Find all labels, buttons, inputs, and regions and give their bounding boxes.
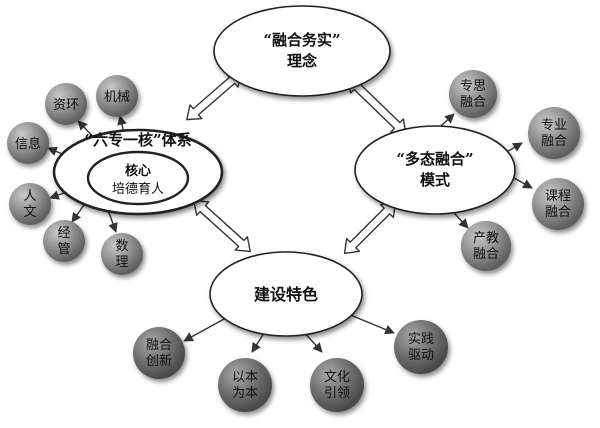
system-title: “六专一核”体系 (84, 131, 191, 149)
arrow-mode-feature (343, 201, 397, 255)
bubble-ronghe-chuangxin: 融合 创新 (133, 327, 185, 379)
bubble-wenhua-yinling: 文化 引领 (310, 358, 364, 412)
bubble-zhuansi: 专思 融合 (449, 70, 497, 118)
svg-text:人: 人 (23, 189, 36, 204)
concept-subtitle: 理念 (287, 52, 317, 70)
svg-text:文: 文 (23, 205, 36, 220)
svg-text:融合: 融合 (460, 95, 486, 110)
concept-title: “融合务实” (263, 31, 340, 49)
bubble-zhuanye: 专业 融合 (528, 107, 580, 159)
bubble-ziyuan: 资环 (45, 83, 87, 125)
svg-text:产教: 产教 (473, 230, 499, 246)
svg-text:专思: 专思 (460, 79, 486, 94)
bubble-jixie: 机械 (96, 75, 138, 117)
node-concept (213, 5, 391, 97)
bubble-yiben-weiben: 以本 为本 (218, 358, 272, 412)
svg-text:融合: 融合 (541, 134, 567, 149)
svg-text:融合: 融合 (146, 338, 172, 353)
svg-text:理: 理 (115, 255, 128, 270)
svg-text:信息: 信息 (15, 136, 41, 152)
bubble-kecheng: 课程 融合 (532, 178, 584, 230)
bubble-xinxi: 信息 (7, 122, 49, 164)
system-core-label: 核心 (125, 163, 151, 179)
svg-text:机械: 机械 (104, 90, 130, 105)
svg-text:课程: 课程 (545, 189, 571, 204)
svg-text:资环: 资环 (53, 98, 79, 113)
svg-text:实践: 实践 (408, 332, 434, 347)
svg-text:创新: 创新 (146, 353, 172, 369)
connector-arrows (186, 71, 407, 255)
system-bubbles: 资环 机械 信息 人 文 经 管 数 理 (7, 75, 143, 275)
svg-text:融合: 融合 (473, 247, 499, 262)
mode-title: “多态融合” (396, 150, 473, 168)
svg-text:融合: 融合 (545, 205, 571, 220)
bubble-renwen: 人 文 (9, 183, 51, 225)
svg-text:管: 管 (57, 242, 70, 257)
svg-text:驱动: 驱动 (408, 348, 434, 363)
svg-text:引领: 引领 (324, 386, 350, 401)
arrow-system-feature (193, 199, 251, 253)
bubble-chanjiao: 产教 融合 (461, 221, 511, 271)
node-feature (209, 251, 363, 337)
bubble-jingguan: 经 管 (43, 220, 85, 262)
system-core-ring (86, 150, 190, 206)
feature-bubbles: 融合 创新 以本 为本 文化 引领 实践 驱动 (133, 320, 448, 412)
mode-subtitle: 模式 (420, 171, 450, 189)
svg-text:数: 数 (115, 239, 128, 254)
bubble-shuli: 数 理 (101, 233, 143, 275)
mode-bubbles: 专思 融合 专业 融合 课程 融合 产教 融合 (449, 70, 584, 271)
bubble-shijian-qudong: 实践 驱动 (394, 320, 448, 374)
node-mode (354, 125, 516, 215)
svg-text:为本: 为本 (232, 386, 258, 401)
svg-text:以本: 以本 (232, 370, 258, 385)
system-core-sublabel: 培德育人 (112, 181, 164, 197)
feature-label: 建设特色 (254, 285, 318, 304)
svg-text:文化: 文化 (324, 370, 350, 385)
svg-text:专业: 专业 (541, 118, 567, 133)
svg-text:经: 经 (57, 226, 70, 241)
